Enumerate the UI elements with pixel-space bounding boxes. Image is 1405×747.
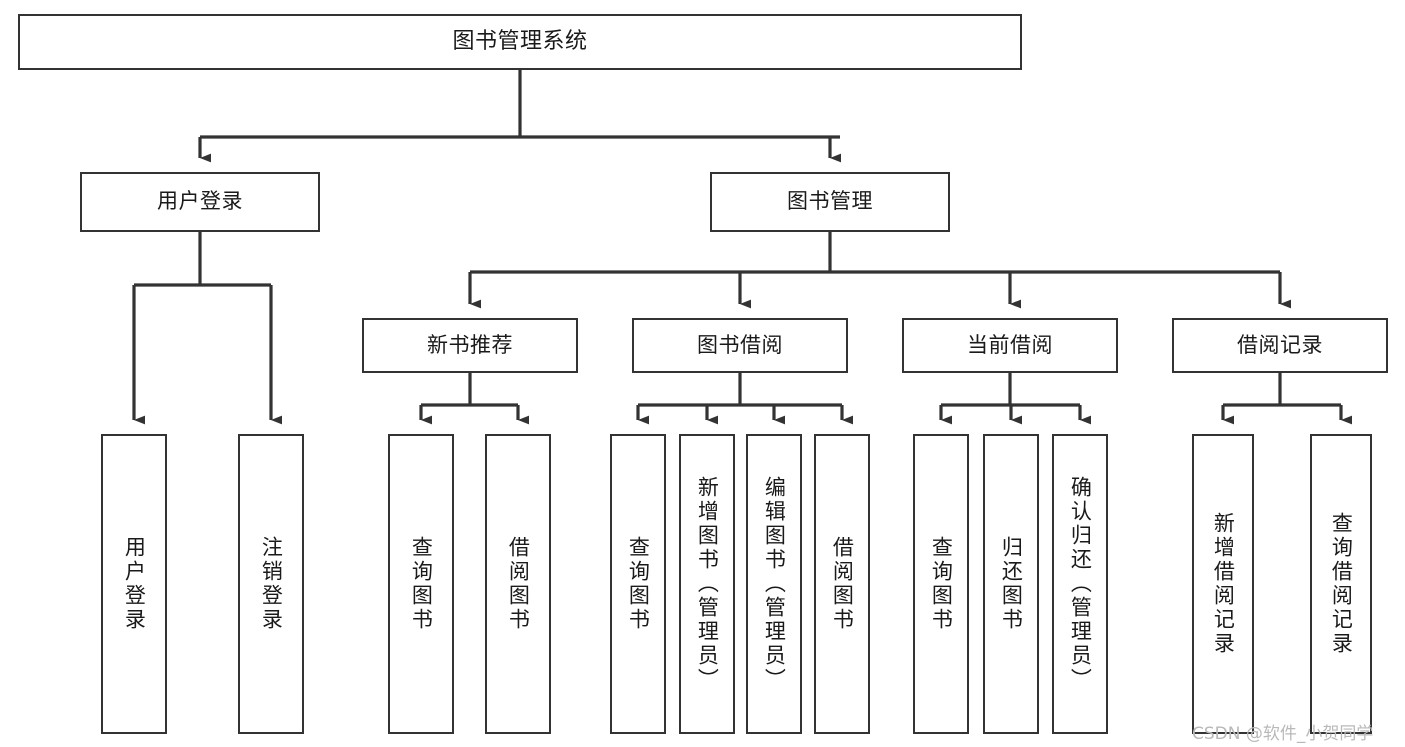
node-leaf-query-book-3-label: 查询图书 xyxy=(929,536,954,632)
node-leaf-logout[interactable]: 注销登录 xyxy=(238,434,304,734)
node-root-label: 图书管理系统 xyxy=(452,28,588,54)
node-leaf-query-borrow-record-label: 查询借阅记录 xyxy=(1329,512,1354,656)
node-borrow-record[interactable]: 借阅记录 xyxy=(1172,318,1388,373)
node-leaf-borrow-book-1[interactable]: 借阅图书 xyxy=(485,434,551,734)
node-leaf-add-borrow-record[interactable]: 新增借阅记录 xyxy=(1192,434,1254,734)
node-leaf-query-book-1[interactable]: 查询图书 xyxy=(388,434,454,734)
node-new-book-recommend[interactable]: 新书推荐 xyxy=(362,318,578,373)
node-leaf-borrow-book-2[interactable]: 借阅图书 xyxy=(814,434,870,734)
node-book-manage[interactable]: 图书管理 xyxy=(710,172,950,232)
node-leaf-add-book-admin[interactable]: 新增图书（管理员） xyxy=(679,434,735,734)
node-leaf-return-book[interactable]: 归还图书 xyxy=(983,434,1039,734)
node-leaf-edit-book-admin[interactable]: 编辑图书（管理员） xyxy=(746,434,802,734)
node-leaf-borrow-book-2-label: 借阅图书 xyxy=(830,536,855,632)
node-new-book-recommend-label: 新书推荐 xyxy=(427,332,513,357)
node-leaf-add-borrow-record-label: 新增借阅记录 xyxy=(1211,512,1236,656)
node-leaf-logout-label: 注销登录 xyxy=(259,536,284,632)
node-book-borrow[interactable]: 图书借阅 xyxy=(632,318,848,373)
node-leaf-query-book-3[interactable]: 查询图书 xyxy=(913,434,969,734)
node-leaf-query-borrow-record[interactable]: 查询借阅记录 xyxy=(1310,434,1372,734)
node-leaf-borrow-book-1-label: 借阅图书 xyxy=(506,536,531,632)
node-root[interactable]: 图书管理系统 xyxy=(18,14,1022,70)
csdn-watermark: CSDN @软件_小贺同学 xyxy=(1192,724,1374,744)
node-leaf-confirm-return-admin-label: 确认归还（管理员） xyxy=(1068,476,1093,692)
node-borrow-record-label: 借阅记录 xyxy=(1237,332,1323,357)
node-leaf-query-book-1-label: 查询图书 xyxy=(409,536,434,632)
node-leaf-query-book-2-label: 查询图书 xyxy=(626,536,651,632)
node-current-borrow-label: 当前借阅 xyxy=(967,332,1053,357)
node-leaf-user-login-label: 用户登录 xyxy=(122,536,147,632)
node-leaf-edit-book-admin-label: 编辑图书（管理员） xyxy=(762,476,787,692)
node-leaf-confirm-return-admin[interactable]: 确认归还（管理员） xyxy=(1052,434,1108,734)
node-book-manage-label: 图书管理 xyxy=(787,189,873,214)
node-book-borrow-label: 图书借阅 xyxy=(697,332,783,357)
node-user-login[interactable]: 用户登录 xyxy=(80,172,320,232)
node-leaf-query-book-2[interactable]: 查询图书 xyxy=(610,434,666,734)
node-current-borrow[interactable]: 当前借阅 xyxy=(902,318,1118,373)
node-leaf-user-login[interactable]: 用户登录 xyxy=(101,434,167,734)
node-leaf-add-book-admin-label: 新增图书（管理员） xyxy=(695,476,720,692)
node-leaf-return-book-label: 归还图书 xyxy=(999,536,1024,632)
node-user-login-label: 用户登录 xyxy=(157,189,243,214)
